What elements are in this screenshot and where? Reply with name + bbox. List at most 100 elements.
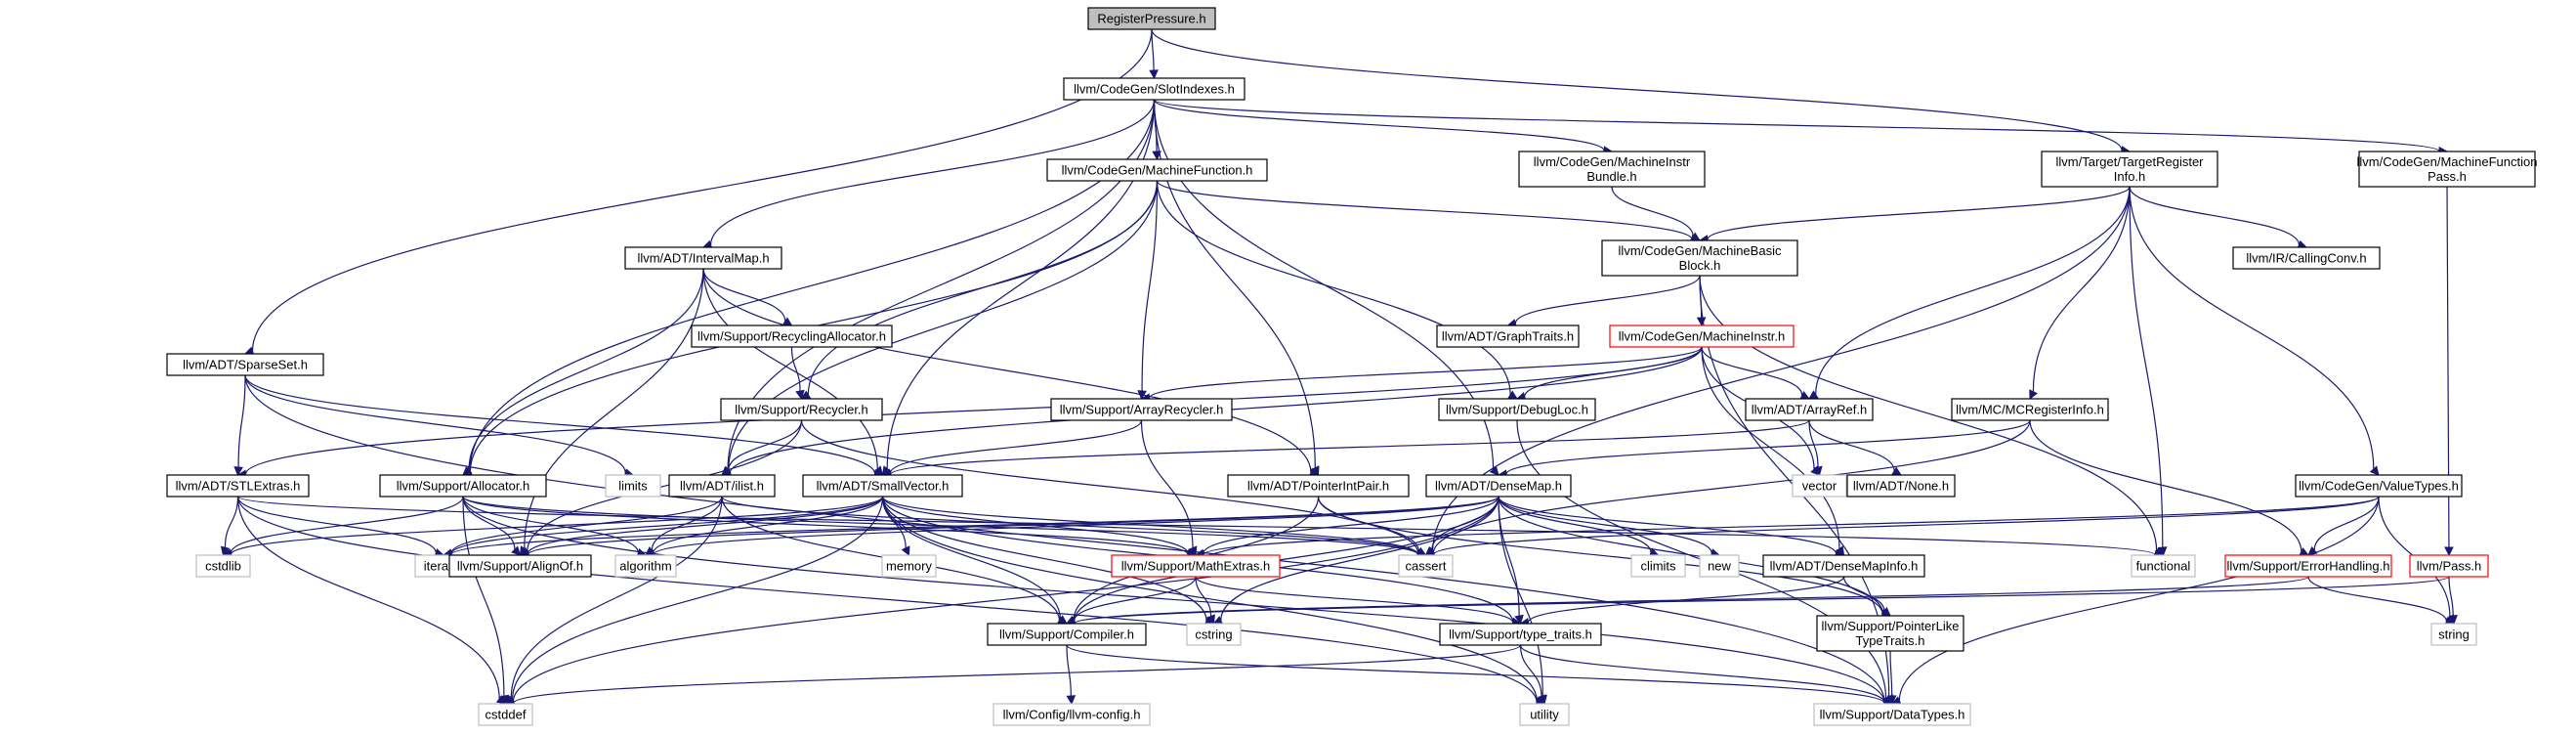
node-box <box>1063 77 1246 101</box>
node-typetraits[interactable]: llvm/Support/type_traits.h <box>1439 623 1602 646</box>
arrowhead-root-to-slotidx <box>1149 69 1159 80</box>
node-pass[interactable]: llvm/Pass.h <box>2409 554 2489 578</box>
node-arrayref[interactable]: llvm/ADT/ArrayRef.h <box>1745 398 1874 421</box>
edge-densemap-to-iterator <box>450 496 1499 556</box>
edge-allocator-to-algorithm <box>462 496 639 553</box>
node-slotidx[interactable]: llvm/CodeGen/SlotIndexes.h <box>1063 77 1246 101</box>
node-label: Block.h <box>1679 258 1721 273</box>
node-recalloc[interactable]: llvm/Support/RecyclingAllocator.h <box>691 325 893 348</box>
node-sparseset[interactable]: llvm/ADT/SparseSet.h <box>166 353 324 376</box>
node-box <box>195 554 251 578</box>
node-debugloc[interactable]: llvm/Support/DebugLoc.h <box>1438 398 1596 421</box>
edge-stlextras-to-cstdlib <box>224 496 239 548</box>
arrowhead-densemapinfo-to-ptrlike <box>1880 606 1891 617</box>
node-ptrintpair[interactable]: llvm/ADT/PointerIntPair.h <box>1227 474 1410 498</box>
node-stlextras[interactable]: llvm/ADT/STLExtras.h <box>166 474 310 498</box>
node-memory: memory <box>881 554 937 578</box>
node-smallvec[interactable]: llvm/ADT/SmallVector.h <box>802 474 963 498</box>
edge-errhandling-to-string <box>2307 576 2447 622</box>
node-vector: vector <box>1792 474 1847 498</box>
node-label: llvm/ADT/DenseMapInfo.h <box>1770 559 1919 574</box>
edge-mf-to-mbb <box>1156 180 1693 240</box>
node-root[interactable]: RegisterPressure.h <box>1087 7 1216 30</box>
node-label: llvm/IR/CallingConv.h <box>2246 251 2366 266</box>
node-recycler[interactable]: llvm/Support/Recycler.h <box>720 398 883 421</box>
node-box <box>1601 239 1798 277</box>
node-box <box>2131 554 2196 578</box>
node-none[interactable]: llvm/ADT/None.h <box>1846 474 1956 498</box>
node-box <box>1111 554 1281 578</box>
node-box <box>992 703 1151 726</box>
node-callconv[interactable]: llvm/IR/CallingConv.h <box>2232 246 2381 270</box>
node-label: llvm/CodeGen/ValueTypes.h <box>2299 479 2459 494</box>
node-densemapinfo[interactable]: llvm/ADT/DenseMapInfo.h <box>1762 554 1925 578</box>
edge-valuetypes-to-cassert <box>1432 496 2380 556</box>
node-imap[interactable]: llvm/ADT/IntervalMap.h <box>624 246 782 270</box>
edge-ilist-to-iterator <box>450 496 723 554</box>
edge-imap-to-allocator <box>468 268 704 470</box>
node-arrrecycler[interactable]: llvm/Support/ArrayRecycler.h <box>1050 398 1233 421</box>
node-label: llvm/Support/Compiler.h <box>999 628 1134 642</box>
edge-densemap-to-mathextras <box>1203 496 1499 554</box>
node-label: llvm/ADT/ArrayRef.h <box>1752 403 1867 417</box>
arrowhead-tri-to-arrayref <box>1808 390 1819 400</box>
arrowhead-mathextras-to-cstring <box>1205 614 1215 626</box>
edge-recycler-to-alignof <box>527 419 803 552</box>
node-ilist[interactable]: llvm/ADT/ilist.h <box>668 474 776 498</box>
arrowhead-smallvec-to-compiler <box>1057 615 1068 625</box>
arrowhead-ptrlike-to-datatypes <box>1886 695 1897 706</box>
edge-arrayref-to-vector <box>1808 419 1819 468</box>
edge-imap-to-alignof <box>524 268 704 549</box>
node-mathextras[interactable]: llvm/Support/MathExtras.h <box>1111 554 1281 578</box>
node-compiler[interactable]: llvm/Support/Compiler.h <box>987 623 1147 646</box>
node-errhandling[interactable]: llvm/Support/ErrorHandling.h <box>2224 554 2392 578</box>
node-label: llvm/ADT/PointerIntPair.h <box>1247 479 1389 494</box>
node-box <box>624 246 782 270</box>
edge-slotidx-to-mib <box>1153 99 1605 152</box>
edge-densemap-to-algorithm <box>653 496 1499 555</box>
node-minstr[interactable]: llvm/CodeGen/MachineInstr.h <box>1609 325 1795 348</box>
node-box <box>1186 623 1242 646</box>
edge-arrayref-to-none <box>1808 419 1895 471</box>
node-box <box>668 474 776 498</box>
node-label: llvm/MC/MCRegisterInfo.h <box>1956 403 2104 417</box>
node-densemap[interactable]: llvm/ADT/DenseMap.h <box>1425 474 1572 498</box>
node-mcreg[interactable]: llvm/MC/MCRegisterInfo.h <box>1951 398 2109 421</box>
edge-tri-to-callconv <box>2129 186 2301 245</box>
edge-mib-to-mbb <box>1611 186 1694 237</box>
edge-tri-to-mbb <box>1707 186 2131 240</box>
node-label: llvm/Support/ArrayRecycler.h <box>1060 403 1224 417</box>
edge-mf-to-arrrecycler <box>1141 180 1159 392</box>
node-label: cstdlib <box>205 559 241 574</box>
node-label: llvm/Target/TargetRegister <box>2056 154 2205 169</box>
node-label: Bundle.h <box>1586 169 1636 184</box>
node-label: vector <box>1802 479 1837 494</box>
edge-densemap-to-cstring <box>1220 496 1499 621</box>
node-alignof[interactable]: llvm/Support/AlignOf.h <box>448 554 592 578</box>
arrowhead-tri-to-valuetypes <box>2369 465 2380 476</box>
edge-typetraits-to-utility <box>1519 644 1542 697</box>
node-label: algorithm <box>619 559 671 574</box>
node-graphtraits[interactable]: llvm/ADT/GraphTraits.h <box>1436 325 1580 348</box>
edge-valuetypes-to-mathextras <box>1203 496 2380 556</box>
edge-smallvec-to-cassert <box>881 496 1419 555</box>
node-allocator[interactable]: llvm/Support/Allocator.h <box>379 474 547 498</box>
node-valuetypes[interactable]: llvm/CodeGen/ValueTypes.h <box>2295 474 2463 498</box>
node-label: llvm/Support/type_traits.h <box>1449 628 1592 642</box>
edge-sparseset-to-smallvec <box>244 374 876 474</box>
node-mf[interactable]: llvm/CodeGen/MachineFunction.h <box>1046 158 1268 182</box>
node-box <box>1745 398 1874 421</box>
node-box <box>2232 246 2381 270</box>
arrowhead-imap-to-allocator <box>462 465 473 476</box>
edge-arrayref-to-smallvec <box>889 419 1810 476</box>
node-box <box>1816 615 1964 652</box>
node-label: llvm/ADT/SmallVector.h <box>817 479 950 494</box>
node-box <box>478 703 533 726</box>
edge-typetraits-to-cstddef <box>512 644 1522 705</box>
edge-stlextras-to-cstddef <box>236 496 500 700</box>
